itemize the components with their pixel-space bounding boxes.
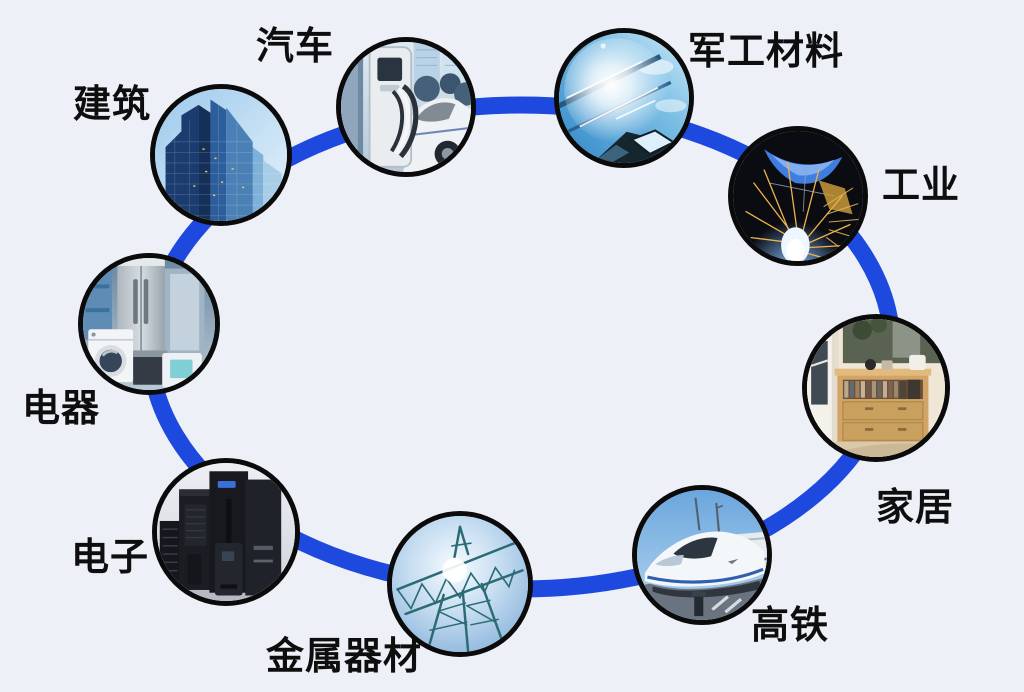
bullet-train-illustration — [637, 490, 767, 620]
label-electronics: 电子 — [71, 535, 150, 579]
node-automotive-photo — [336, 37, 476, 177]
home-appliances-illustration — [83, 258, 215, 390]
wooden-sideboard-illustration — [807, 319, 945, 457]
node-appliances-photo — [78, 253, 220, 395]
welding-sparks-illustration — [733, 131, 863, 261]
node-high-speed-rail-photo — [632, 485, 772, 625]
label-metal-equipment: 金属器材 — [266, 634, 423, 678]
ev-charging-station-illustration — [341, 42, 471, 172]
server-cabinets-illustration — [157, 463, 295, 601]
power-pylon-illustration — [392, 516, 528, 652]
node-construction-photo — [150, 84, 292, 226]
node-military-materials-photo — [554, 28, 694, 168]
label-construction: 建筑 — [73, 82, 152, 126]
node-electronics-photo — [152, 458, 300, 606]
label-industry: 工业 — [882, 163, 961, 207]
node-metal-equipment-photo — [387, 511, 533, 657]
node-industry-photo — [728, 126, 868, 266]
label-home-furnishing: 家居 — [876, 485, 955, 529]
label-automotive: 汽车 — [256, 24, 335, 68]
node-home-furnishing-photo — [802, 314, 950, 462]
label-military-materials: 军工材料 — [688, 29, 845, 73]
label-high-speed-rail: 高铁 — [751, 603, 830, 647]
glass-skyscrapers-illustration — [155, 89, 287, 221]
label-appliances: 电器 — [22, 386, 101, 430]
aircraft-sky-illustration — [559, 33, 689, 163]
